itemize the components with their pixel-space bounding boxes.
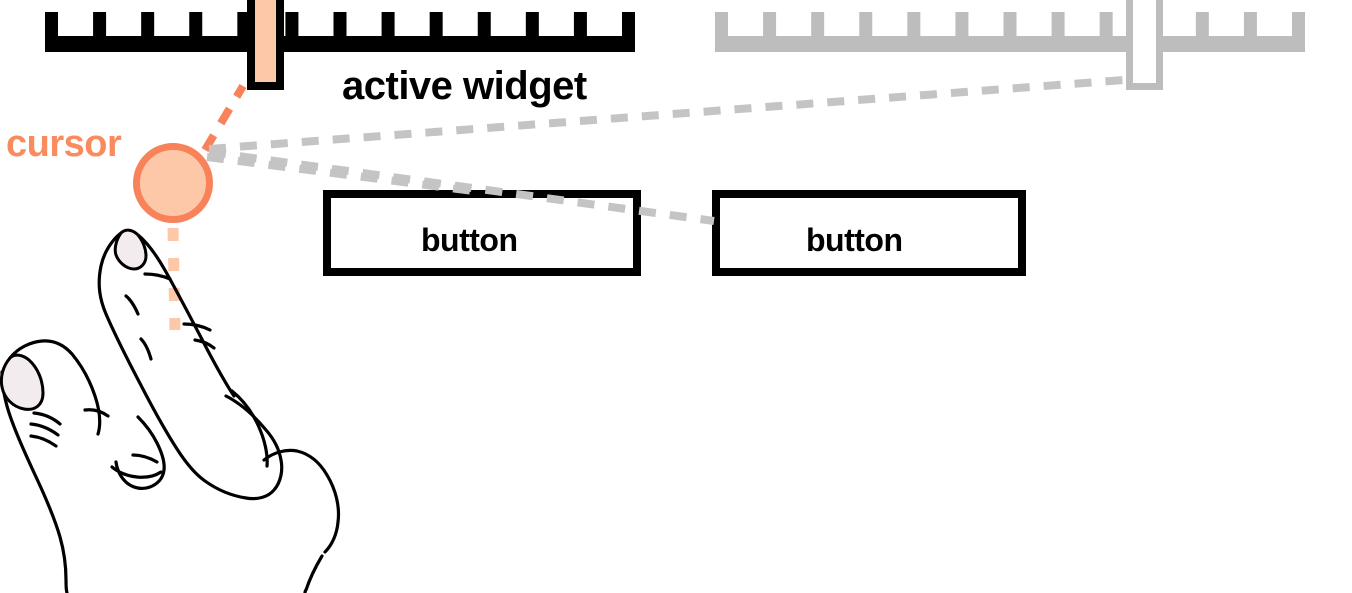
slider-active-handle-fill xyxy=(255,0,276,82)
middle-finger-web xyxy=(83,408,110,418)
connector-to-button-1 xyxy=(206,153,482,196)
thumbnail xyxy=(0,353,45,411)
thumb-crease-2 xyxy=(29,422,60,437)
active-widget-label: active widget xyxy=(342,64,587,108)
slider-inactive-handle-fill xyxy=(1133,0,1156,83)
index-finger-right-edge xyxy=(136,233,236,398)
middle-finger-crease xyxy=(131,453,159,464)
pointing-hand-illustration xyxy=(0,228,341,593)
hand-outline xyxy=(97,231,284,501)
finger-crease-5 xyxy=(139,337,153,361)
folded-middle-finger-inner xyxy=(110,465,163,479)
connector-to-active-slider xyxy=(201,83,247,153)
button-1-label: button xyxy=(421,222,518,258)
cursor-label: cursor xyxy=(6,123,122,165)
thumb-lower-edge xyxy=(0,370,69,593)
finger-crease-3 xyxy=(193,338,216,350)
button-2[interactable] xyxy=(712,190,1026,276)
slider-inactive[interactable] xyxy=(715,0,1305,90)
index-fingernail xyxy=(113,228,148,271)
finger-crease-2 xyxy=(182,322,212,332)
slider-active[interactable] xyxy=(45,0,635,90)
folded-middle-finger xyxy=(114,415,166,490)
slider-active-track[interactable] xyxy=(45,36,635,52)
thumb-crease-3 xyxy=(29,434,58,448)
thumb-crease-1 xyxy=(32,411,62,426)
palm-bottom-edge xyxy=(303,554,324,593)
finger-crease-4 xyxy=(124,294,140,316)
palm-right-edge xyxy=(230,389,269,468)
button-2-label: button xyxy=(806,222,903,258)
slider-inactive-track[interactable] xyxy=(715,36,1305,52)
thumb-outline xyxy=(8,339,102,436)
cursor-puck[interactable] xyxy=(133,143,213,223)
connector-finger-to-cursor xyxy=(167,227,181,331)
connector-lines xyxy=(167,76,1125,331)
palm-lower-right xyxy=(262,448,341,554)
finger-crease-1 xyxy=(143,272,172,281)
